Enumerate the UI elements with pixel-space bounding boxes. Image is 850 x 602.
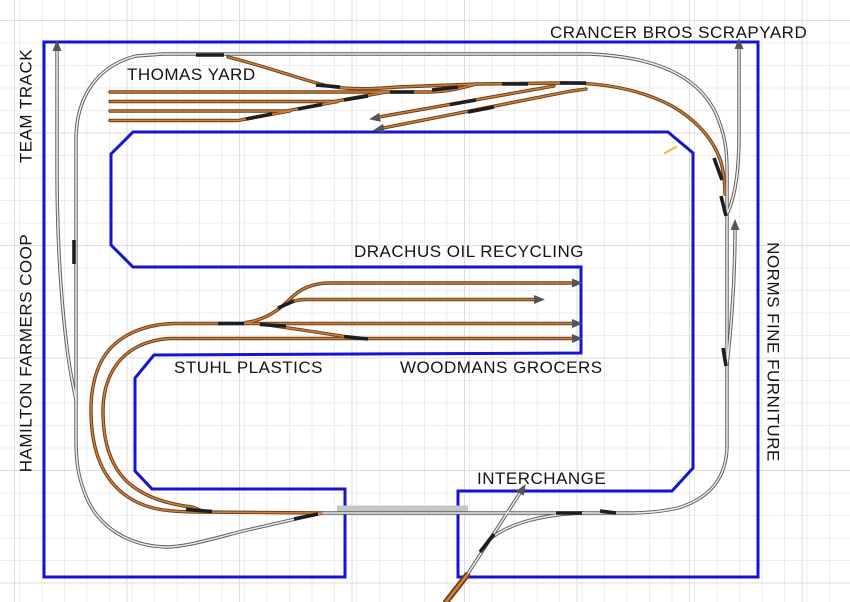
label-norms-fine-furniture[interactable]: NORMS FINE FURNITURE — [763, 242, 783, 462]
drachus-siding4-arrow-icon — [572, 334, 583, 343]
norms-track-arrow-icon — [730, 219, 740, 230]
label-interchange[interactable]: INTERCHANGE — [477, 469, 607, 488]
scrapyard-track-arrow-icon — [734, 38, 744, 49]
drachus-siding1-arrow-icon — [572, 278, 583, 288]
interchange-track-arrow-icon — [516, 484, 526, 496]
label-crancer-bros-scrapyard[interactable]: CRANCER BROS SCRAPYARD — [550, 23, 808, 42]
siding-tracks-outline[interactable] — [89, 55, 727, 602]
label-team-track[interactable]: TEAM TRACK — [16, 48, 36, 164]
label-thomas-yard[interactable]: THOMAS YARD — [127, 65, 256, 84]
rail-joint-marker — [663, 145, 678, 155]
drachus-siding2-arrow-icon — [534, 295, 545, 304]
label-woodmans-grocers[interactable]: WOODMANS GROCERS — [400, 358, 603, 377]
label-hamilton-farmers-coop[interactable]: HAMILTON FARMERS COOP — [16, 233, 36, 473]
track-end-arrows — [52, 38, 744, 496]
aisle-bridge-section[interactable] — [337, 505, 468, 514]
team-track-arrow-icon — [52, 40, 62, 51]
label-stuhl-plastics[interactable]: STUHL PLASTICS — [174, 358, 324, 377]
mainline-tracks-center — [56, 48, 740, 576]
siding-tracks-center — [90, 56, 726, 602]
label-drachus-oil-recycling[interactable]: DRACHUS OIL RECYCLING — [354, 242, 584, 261]
mainline-tracks-outline[interactable] — [55, 47, 741, 577]
yard-stub1-arrow-icon — [369, 112, 381, 122]
benchwork-outline[interactable] — [42, 40, 760, 579]
turnout-tie-marks — [72, 53, 728, 554]
drachus-siding3-arrow-icon — [572, 319, 583, 328]
yard-stub2-arrow-icon — [373, 123, 385, 133]
